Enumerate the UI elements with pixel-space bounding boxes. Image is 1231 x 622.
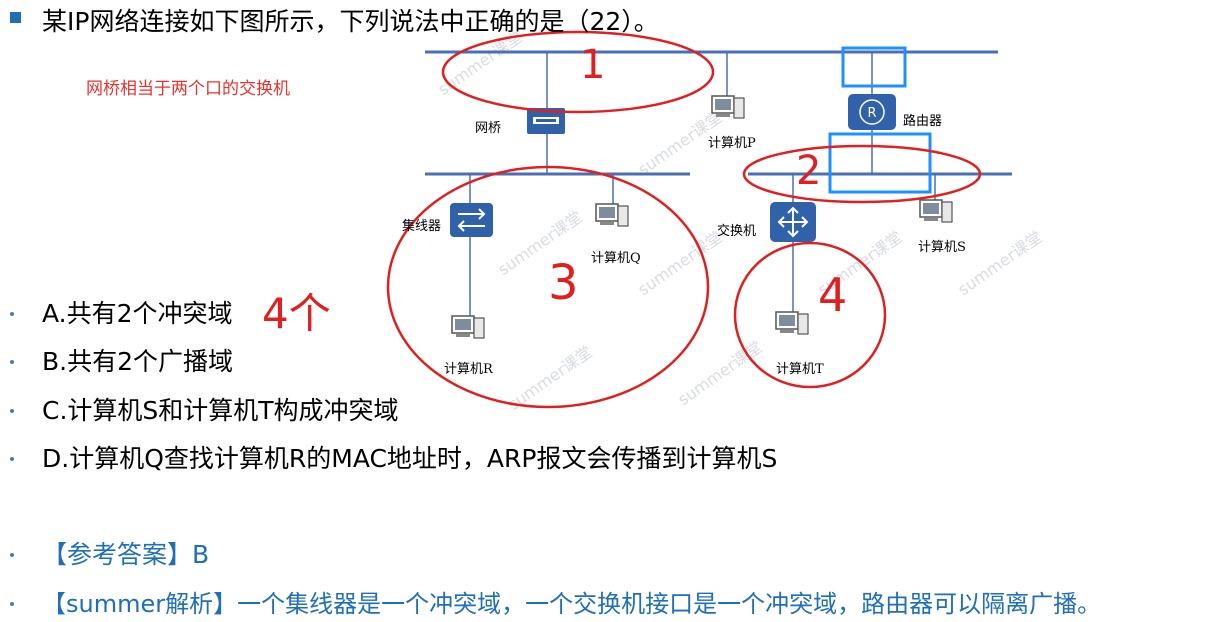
option-c: C.计算机S和计算机T构成冲突域	[42, 396, 399, 425]
question-text: 某IP网络连接如下图所示，下列说法中正确的是（22）。	[42, 7, 659, 36]
computer-t-label: 计算机T	[776, 362, 824, 377]
switch-icon	[770, 202, 816, 242]
collision-domain-3-circle	[386, 165, 710, 409]
svg-text:R: R	[867, 106, 876, 121]
computer-q-icon	[595, 203, 629, 227]
computer-r-icon	[451, 315, 485, 339]
hub-label: 集线器	[402, 219, 442, 234]
computer-t-icon	[775, 311, 809, 335]
option-bullet	[10, 457, 14, 461]
computer-s-icon	[919, 199, 953, 223]
computer-s-label: 计算机S	[918, 240, 966, 255]
handwritten-4: 4	[818, 268, 848, 322]
handwritten-3: 3	[548, 255, 579, 311]
reference-answer: 【参考答案】B	[42, 540, 210, 569]
option-bullet	[10, 360, 14, 364]
handwritten-4-ge: 4个	[262, 289, 331, 338]
handwritten-2: 2	[796, 148, 822, 194]
switch-label: 交换机	[717, 224, 757, 239]
collision-domain-1-circle	[441, 30, 715, 114]
option-bullet	[10, 312, 14, 316]
router-port-highlight-bottom	[828, 132, 932, 194]
option-d: D.计算机Q查找计算机R的MAC地址时，ARP报文会传播到计算机S	[42, 444, 778, 473]
option-bullet	[10, 409, 14, 413]
analysis-text: 【summer解析】一个集线器是一个冲突域，一个交换机接口是一个冲突域，路由器可…	[42, 590, 1102, 618]
router-icon: R	[848, 94, 896, 130]
router-label: 路由器	[903, 114, 943, 129]
note-text: 网桥相当于两个口的交换机	[86, 79, 290, 99]
computer-p-label: 计算机P	[708, 136, 756, 151]
hub-icon	[450, 203, 493, 237]
handwritten-1: 1	[580, 42, 606, 88]
computer-q-label: 计算机Q	[591, 251, 641, 266]
bridge-icon	[527, 108, 565, 134]
answer-bullet	[10, 553, 14, 557]
option-a: A.共有2个冲突域	[42, 299, 233, 328]
option-b: B.共有2个广播域	[42, 347, 234, 376]
collision-domain-2-circle	[742, 144, 982, 204]
computer-r-label: 计算机R	[444, 362, 493, 377]
computer-p-icon	[711, 95, 745, 119]
analysis-bullet	[10, 602, 14, 606]
collision-domain-4-circle	[733, 241, 887, 389]
question-bullet	[10, 12, 21, 23]
bridge-label: 网桥	[475, 121, 502, 136]
router-port-highlight-top	[841, 46, 907, 88]
